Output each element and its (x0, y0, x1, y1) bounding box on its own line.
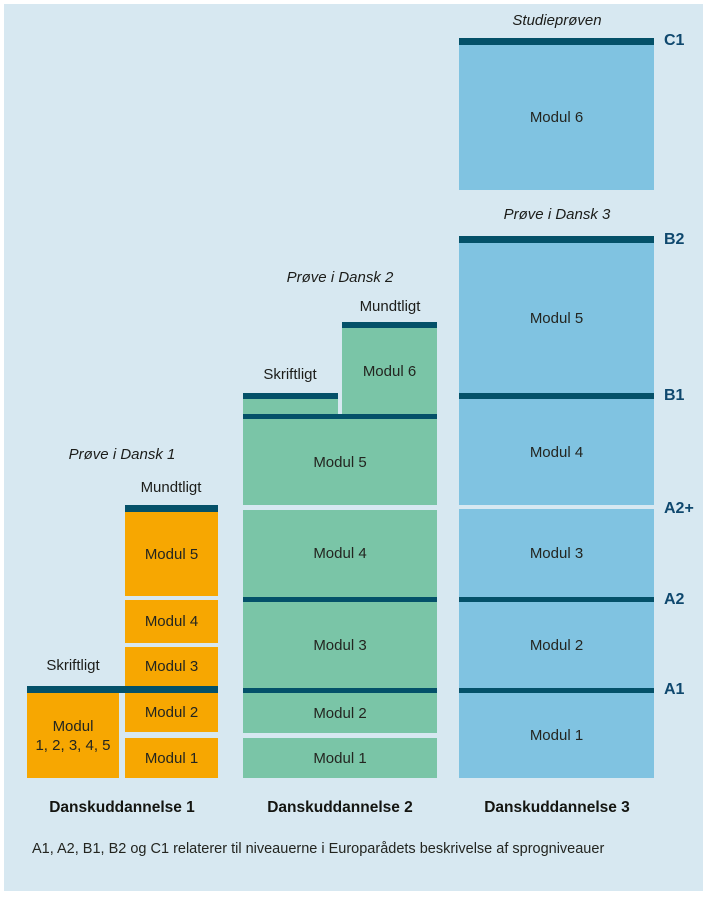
du3-modul-2-block: Modul 2 (459, 602, 654, 688)
du2-mundtligt-label: Mundtligt (359, 298, 421, 315)
du1-modul-5-label: Modul 5 (144, 545, 199, 563)
level-label-a1: A1 (664, 681, 685, 698)
du3-b2-exam-bar (459, 236, 654, 243)
du1-column-title: Danskuddannelse 1 (49, 799, 195, 816)
du2-mundtligt-exam-bar (342, 322, 437, 328)
level-label-b1: B1 (664, 387, 685, 404)
du3-a1-level-bar (459, 688, 654, 693)
du3-modul-3-block: Modul 3 (459, 509, 654, 597)
du3-modul-1-label: Modul 1 (529, 727, 584, 744)
du1-modul-5-block: Modul 5 (125, 512, 218, 596)
du3-c1-exam-bar (459, 38, 654, 45)
cefr-footnote: A1, A2, B1, B2 og C1 relaterer til nivea… (32, 841, 605, 857)
du3-studieproven-title: Studieprøven (512, 12, 602, 29)
du3-a2-level-bar (459, 597, 654, 602)
du2-modul-1-label: Modul 1 (313, 749, 367, 767)
du3-prove-i-dansk-3-title: Prøve i Dansk 3 (503, 206, 611, 223)
level-label-a2: A2 (664, 591, 685, 608)
du2-modul-2-label: Modul 2 (313, 704, 367, 722)
du1-modul-3-block: Modul 3 (125, 647, 218, 686)
du3-column-title: Danskuddannelse 3 (484, 799, 630, 816)
du3-modul-3-label: Modul 3 (529, 544, 584, 562)
du3-modul-1-block: Modul 1 (459, 693, 654, 778)
level-label-a2plus: A2+ (664, 500, 694, 517)
du3-b1-level-bar (459, 393, 654, 399)
du2-column-title: Danskuddannelse 2 (267, 799, 413, 816)
du2-modul-4-block: Modul 4 (243, 510, 437, 597)
du2-modul-6-block: Modul 6 (342, 328, 437, 414)
du3-modul-5-label: Modul 5 (529, 309, 584, 327)
du3-modul-5-block: Modul 5 (459, 243, 654, 393)
du2-modul-3-block: Modul 3 (243, 602, 437, 688)
du2-skriftligt-stub-block (243, 399, 338, 414)
du1-modul-2-block: Modul 2 (125, 693, 218, 732)
du2-a2-level-bar (243, 597, 437, 602)
du1-modul-4-label: Modul 4 (144, 613, 199, 630)
du2-skriftligt-label: Skriftligt (263, 366, 317, 383)
du1-modul-1-label: Modul 1 (144, 749, 199, 767)
du1-skriftligt-exam-bar (27, 686, 218, 693)
du2-modul-6-label: Modul 6 (362, 362, 417, 380)
du2-modul-5-block: Modul 5 (243, 419, 437, 505)
du2-modul-2-block: Modul 2 (243, 693, 437, 733)
du3-modul-4-block: Modul 4 (459, 399, 654, 505)
du3-modul-6-label: Modul 6 (529, 109, 584, 126)
du2-modul-3-label: Modul 3 (313, 636, 367, 654)
level-label-b2: B2 (664, 231, 685, 248)
du1-combined-modules-block: Modul 1, 2, 3, 4, 5 (27, 693, 119, 778)
du1-mundtligt-exam-bar (125, 505, 218, 512)
du1-combined-modules-label-line2: 1, 2, 3, 4, 5 (35, 736, 111, 754)
du1-skriftligt-label: Skriftligt (46, 657, 100, 674)
du1-modul-3-label: Modul 3 (144, 658, 199, 675)
du1-modul-4-block: Modul 4 (125, 600, 218, 643)
du1-mundtligt-label: Mundtligt (140, 479, 202, 496)
du2-modul5-top-bar (243, 414, 437, 419)
du1-prove-i-dansk-1-title: Prøve i Dansk 1 (68, 446, 176, 463)
du2-prove-i-dansk-2-title: Prøve i Dansk 2 (286, 269, 394, 286)
du1-modul-2-label: Modul 2 (144, 704, 199, 721)
du1-modul-1-block: Modul 1 (125, 738, 218, 778)
du3-modul-2-label: Modul 2 (529, 636, 584, 654)
level-label-c1: C1 (664, 32, 685, 49)
du2-modul-1-block: Modul 1 (243, 738, 437, 778)
du3-modul-4-label: Modul 4 (529, 443, 584, 461)
du3-modul-6-block: Modul 6 (459, 45, 654, 190)
du2-a1-level-bar (243, 688, 437, 693)
du2-modul-5-label: Modul 5 (313, 453, 367, 471)
du1-combined-modules-label-line1: Modul (52, 717, 94, 735)
du2-modul-4-label: Modul 4 (313, 545, 367, 562)
du2-skriftligt-exam-bar (243, 393, 338, 399)
